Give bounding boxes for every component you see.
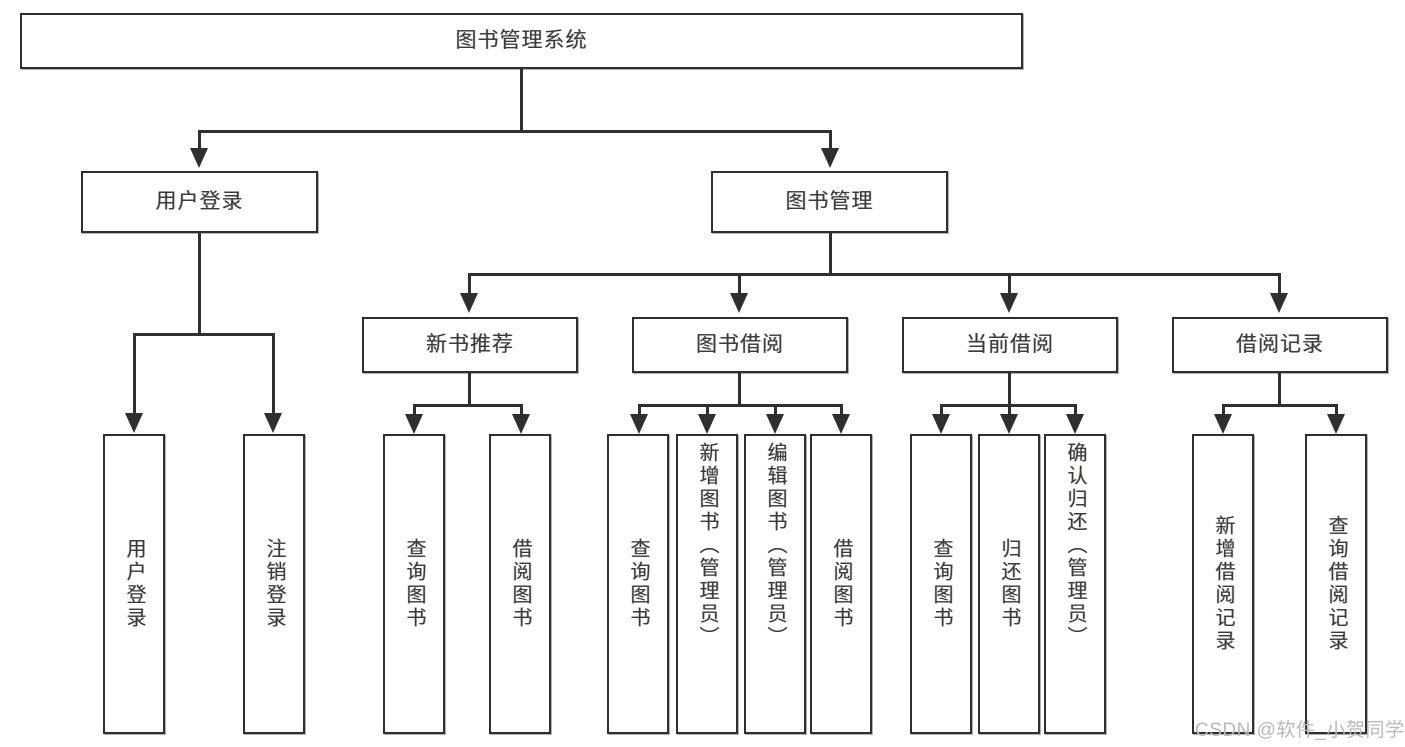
arrow-newbook-leaf1 xyxy=(405,414,423,434)
node-label: 查询借阅记录 xyxy=(1325,515,1347,653)
node-new-book-recommend[interactable]: 新书推荐 xyxy=(362,317,578,373)
node-root-system[interactable]: 图书管理系统 xyxy=(20,13,1023,69)
connector-record-bar xyxy=(1222,404,1338,407)
connector-login-bar xyxy=(133,333,275,336)
connector-bookmgmt-to-current xyxy=(1008,273,1011,295)
node-borrow-record[interactable]: 借阅记录 xyxy=(1172,317,1388,373)
node-user-login[interactable]: 用户登录 xyxy=(81,171,318,233)
arrow-root-to-login xyxy=(190,148,208,168)
node-label: 用户登录 xyxy=(155,189,244,213)
leaf-confirm-return-admin[interactable]: 确认归还（管理员） xyxy=(1044,434,1106,734)
arrow-login-leaf1 xyxy=(125,413,143,433)
leaf-query-borrow-record[interactable]: 查询借阅记录 xyxy=(1305,434,1367,734)
leaf-query-book-recommend[interactable]: 查询图书 xyxy=(383,434,445,734)
node-label: 借阅图书 xyxy=(509,538,531,630)
arrow-bookmgmt-to-current xyxy=(1000,293,1018,313)
node-label: 编辑图书（管理员） xyxy=(764,442,786,649)
node-label: 新增借阅记录 xyxy=(1212,515,1234,653)
arrow-borrow-leaf4 xyxy=(832,414,850,434)
node-label: 注销登录 xyxy=(263,538,285,630)
node-label: 查询图书 xyxy=(627,538,649,630)
connector-login-leaf1 xyxy=(133,333,136,415)
leaf-logout[interactable]: 注销登录 xyxy=(243,434,305,734)
connector-borrow-trunk xyxy=(738,373,741,404)
node-book-borrow[interactable]: 图书借阅 xyxy=(632,317,848,373)
connector-borrow-leaf1 xyxy=(638,404,641,418)
node-label: 查询图书 xyxy=(403,538,425,630)
connector-root-bar xyxy=(198,130,832,133)
leaf-query-book-borrow[interactable]: 查询图书 xyxy=(607,434,669,734)
connector-bookmgmt-to-borrow xyxy=(738,273,741,295)
arrow-newbook-leaf2 xyxy=(512,414,530,434)
connector-root-to-bookmgmt xyxy=(829,130,832,150)
arrow-bookmgmt-to-newbook xyxy=(460,293,478,313)
connector-current-leaf3 xyxy=(1074,404,1077,418)
leaf-query-book-current[interactable]: 查询图书 xyxy=(910,434,972,734)
connector-newbook-leaf2 xyxy=(520,404,523,418)
node-label: 新增图书（管理员） xyxy=(696,442,718,649)
connector-bookmgmt-to-record xyxy=(1278,273,1281,295)
arrow-bookmgmt-to-borrow xyxy=(730,293,748,313)
node-label: 新书推荐 xyxy=(426,332,514,356)
node-label: 确认归还（管理员） xyxy=(1064,442,1086,649)
node-label: 用户登录 xyxy=(123,538,145,630)
node-current-borrow[interactable]: 当前借阅 xyxy=(902,317,1118,373)
arrow-bookmgmt-to-record xyxy=(1270,293,1288,313)
arrow-current-leaf2 xyxy=(1000,414,1018,434)
node-label: 借阅记录 xyxy=(1236,332,1324,356)
connector-login-trunk xyxy=(198,233,201,333)
connector-current-leaf2 xyxy=(1008,404,1011,418)
connector-current-trunk xyxy=(1008,373,1011,404)
connector-login-leaf2 xyxy=(272,333,275,415)
csdn-watermark: CSDN @软件_小贺同学 xyxy=(1195,720,1405,741)
connector-root-trunk xyxy=(520,69,523,130)
connector-borrow-bar xyxy=(638,404,842,407)
arrow-current-leaf3 xyxy=(1066,414,1084,434)
connector-borrow-leaf4 xyxy=(840,404,843,418)
arrow-login-leaf2 xyxy=(264,413,282,433)
connector-record-trunk xyxy=(1278,373,1281,404)
connector-bookmgmt-bar xyxy=(468,273,1280,276)
arrow-root-to-bookmgmt xyxy=(821,148,839,168)
connector-root-to-login xyxy=(198,130,201,150)
leaf-borrow-book-recommend[interactable]: 借阅图书 xyxy=(489,434,551,734)
arrow-record-leaf1 xyxy=(1214,414,1232,434)
leaf-return-book[interactable]: 归还图书 xyxy=(978,434,1040,734)
leaf-add-book-admin[interactable]: 新增图书（管理员） xyxy=(676,434,738,734)
node-label: 归还图书 xyxy=(998,538,1020,630)
leaf-edit-book-admin[interactable]: 编辑图书（管理员） xyxy=(744,434,806,734)
leaf-add-borrow-record[interactable]: 新增借阅记录 xyxy=(1192,434,1254,734)
node-label: 图书借阅 xyxy=(696,332,784,356)
arrow-borrow-leaf2 xyxy=(698,414,716,434)
node-label: 查询图书 xyxy=(930,538,952,630)
connector-newbook-trunk xyxy=(468,373,471,404)
node-label: 借阅图书 xyxy=(830,538,852,630)
node-book-management[interactable]: 图书管理 xyxy=(711,171,948,233)
arrow-borrow-leaf3 xyxy=(766,414,784,434)
node-label: 图书管理 xyxy=(785,189,874,213)
arrow-record-leaf2 xyxy=(1327,414,1345,434)
connector-record-leaf2 xyxy=(1335,404,1338,418)
node-label: 图书管理系统 xyxy=(455,28,588,52)
arrow-current-leaf1 xyxy=(932,414,950,434)
connector-borrow-leaf3 xyxy=(774,404,777,418)
leaf-user-login[interactable]: 用户登录 xyxy=(103,434,165,734)
node-label: 当前借阅 xyxy=(966,332,1054,356)
leaf-borrow-book[interactable]: 借阅图书 xyxy=(810,434,872,734)
connector-current-leaf1 xyxy=(940,404,943,418)
arrow-borrow-leaf1 xyxy=(630,414,648,434)
connector-bookmgmt-trunk xyxy=(829,233,832,273)
connector-borrow-leaf2 xyxy=(706,404,709,418)
connector-newbook-leaf1 xyxy=(413,404,416,418)
connector-newbook-bar xyxy=(413,404,523,407)
connector-bookmgmt-to-newbook xyxy=(468,273,471,295)
connector-record-leaf1 xyxy=(1222,404,1225,418)
